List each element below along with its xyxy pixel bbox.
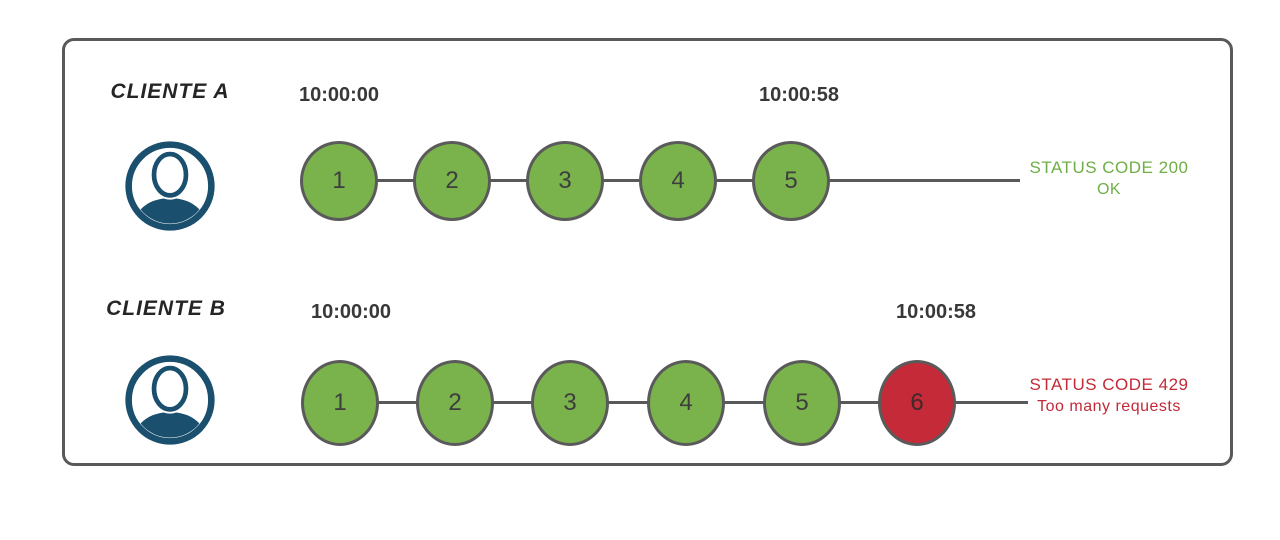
status-message-text: OK <box>1096 181 1122 198</box>
request-circle: 5 <box>752 141 830 221</box>
client-b-end-time: 10:00:58 <box>895 301 977 323</box>
client-a-start-time: 10:00:00 <box>298 84 380 106</box>
client-a-label: CLIENTE A <box>110 80 230 103</box>
request-circle: 4 <box>639 141 717 221</box>
request-circle: 4 <box>647 360 725 446</box>
request-circle: 5 <box>763 360 841 446</box>
request-circle: 3 <box>531 360 609 446</box>
status-code-text: STATUS CODE 200 <box>1029 158 1189 177</box>
status-message-text: Too many requests <box>1037 398 1181 415</box>
request-circle-blocked: 6 <box>878 360 956 446</box>
request-circle: 2 <box>416 360 494 446</box>
status-code-text: STATUS CODE 429 <box>1029 375 1189 394</box>
client-a-end-time: 10:00:58 <box>758 84 840 106</box>
user-avatar-icon <box>123 139 217 233</box>
request-circle: 2 <box>413 141 491 221</box>
user-avatar-icon <box>123 353 217 447</box>
request-circle: 1 <box>301 360 379 446</box>
request-circle: 3 <box>526 141 604 221</box>
client-b-label: CLIENTE B <box>106 297 226 320</box>
client-b-start-time: 10:00:00 <box>310 301 392 323</box>
request-circle: 1 <box>300 141 378 221</box>
client-a-status: STATUS CODE 200 OK <box>1018 157 1200 200</box>
client-b-status: STATUS CODE 429 Too many requests <box>1018 374 1200 417</box>
